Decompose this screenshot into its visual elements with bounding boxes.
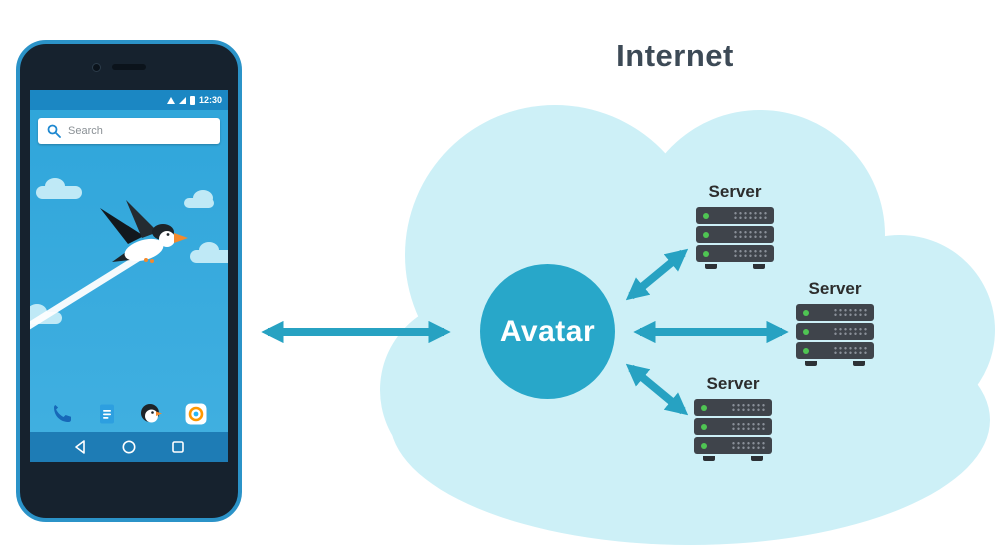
- puffin-app-icon: [141, 404, 163, 423]
- server-feet: [696, 264, 774, 269]
- status-bar: 12:30: [30, 90, 228, 110]
- earpiece-speaker: [112, 64, 146, 70]
- server-unit: [796, 304, 874, 321]
- avatar-label: Avatar: [499, 314, 596, 348]
- smartphone: 12:30 Search: [16, 40, 242, 522]
- server-unit: [796, 323, 874, 340]
- server-unit: [696, 226, 774, 243]
- search-icon: [47, 124, 61, 138]
- server-feet: [796, 361, 874, 366]
- server-unit: [696, 207, 774, 224]
- internet-title: Internet: [616, 38, 734, 73]
- led-icon: [803, 328, 809, 335]
- led-icon: [803, 309, 809, 316]
- status-time: 12:30: [198, 95, 222, 105]
- camera-app-icon: [185, 403, 207, 425]
- wallpaper-cloud: [36, 178, 82, 199]
- vent-grid-icon: [833, 308, 867, 317]
- server-group-bottom: Server: [688, 374, 778, 461]
- wallpaper-cloud: [184, 190, 214, 208]
- puffin-bird: [100, 200, 188, 263]
- server-unit: [796, 342, 874, 359]
- server-group-top: Server: [690, 182, 780, 269]
- phone-app-icon: [54, 405, 72, 422]
- led-icon: [703, 250, 709, 257]
- signal-icon: [178, 96, 186, 104]
- arrow-avatar-server-top: [625, 248, 689, 301]
- arrow-avatar-server-bottom: [625, 363, 689, 416]
- led-icon: [701, 442, 707, 449]
- led-icon: [703, 212, 709, 219]
- server-icon: [696, 207, 774, 269]
- search-placeholder: Search: [68, 125, 103, 137]
- android-nav-bar: [30, 432, 228, 462]
- vent-grid-icon: [733, 230, 767, 239]
- server-label: Server: [808, 279, 862, 298]
- server-unit: [694, 418, 772, 435]
- led-icon: [701, 423, 707, 430]
- server-icon: [694, 399, 772, 461]
- front-camera-icon: [92, 63, 101, 72]
- server-label: Server: [708, 182, 762, 201]
- battery-icon: [189, 95, 195, 105]
- server-feet: [694, 456, 772, 461]
- contrail: [30, 254, 142, 330]
- wifi-icon: [166, 96, 175, 104]
- vent-grid-icon: [731, 422, 765, 431]
- vent-grid-icon: [733, 211, 767, 220]
- vent-grid-icon: [731, 441, 765, 450]
- avatar-node: Avatar: [480, 264, 615, 399]
- server-unit: [694, 399, 772, 416]
- led-icon: [703, 231, 709, 238]
- puffin-bird-illustration: [30, 200, 188, 330]
- server-unit: [696, 245, 774, 262]
- phone-screen: 12:30 Search: [30, 90, 228, 462]
- server-icon: [796, 304, 874, 366]
- led-icon: [803, 347, 809, 354]
- home-icon: [122, 440, 136, 454]
- vent-grid-icon: [833, 346, 867, 355]
- vent-grid-icon: [731, 403, 765, 412]
- recents-icon: [172, 441, 184, 453]
- back-icon: [75, 440, 85, 454]
- cloud-shape: [380, 105, 995, 545]
- led-icon: [701, 404, 707, 411]
- server-group-right: Server: [790, 279, 880, 366]
- app-dock: [30, 402, 228, 426]
- vent-grid-icon: [733, 249, 767, 258]
- server-label: Server: [706, 374, 760, 393]
- wallpaper-cloud: [190, 242, 228, 263]
- docs-app-icon: [99, 404, 114, 424]
- search-input: Search: [38, 118, 220, 144]
- vent-grid-icon: [833, 327, 867, 336]
- server-unit: [694, 437, 772, 454]
